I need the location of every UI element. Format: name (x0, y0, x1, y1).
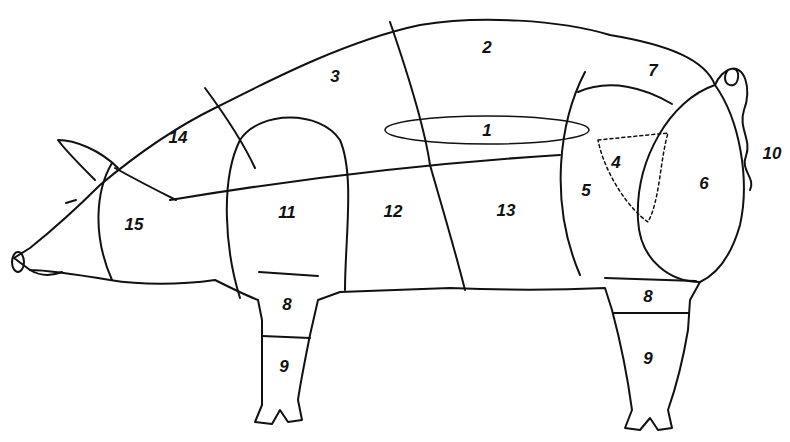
callout-number: 11 (278, 204, 296, 221)
snout (12, 252, 24, 272)
cut-line (561, 72, 585, 275)
callout-number: 1 (482, 122, 491, 139)
pig-outline (14, 20, 744, 430)
cut-line (227, 118, 348, 299)
cut-line (605, 278, 696, 281)
callout-number: 12 (384, 203, 403, 220)
loin-outline (385, 116, 589, 144)
cut-line (98, 163, 112, 280)
cut-line (259, 272, 318, 276)
callout-number: 14 (169, 129, 188, 146)
callout-number: 3 (330, 68, 339, 85)
callout-number: 8 (282, 296, 291, 313)
callout-number: 10 (763, 145, 782, 162)
callout-number: 5 (581, 182, 590, 199)
cut-line (578, 85, 672, 104)
mouth (30, 270, 62, 275)
callout-number: 9 (643, 350, 652, 367)
cut-line (390, 22, 465, 290)
callout-number: 4 (611, 154, 620, 171)
ear (58, 140, 118, 180)
cut-line (262, 336, 310, 338)
tail (715, 69, 751, 190)
cut-line (115, 168, 176, 200)
callout-number: 15 (125, 216, 144, 233)
callout-number: 9 (279, 358, 288, 375)
eye (66, 200, 76, 203)
callout-number: 7 (648, 62, 657, 79)
cut-line (638, 85, 715, 282)
cut-line (613, 312, 689, 314)
callout-number: 6 (699, 175, 708, 192)
callout-number: 2 (482, 39, 491, 56)
cut-line (205, 88, 255, 168)
callout-number: 13 (497, 202, 516, 219)
callout-number: 8 (643, 288, 652, 305)
dashed-outline (598, 133, 668, 222)
